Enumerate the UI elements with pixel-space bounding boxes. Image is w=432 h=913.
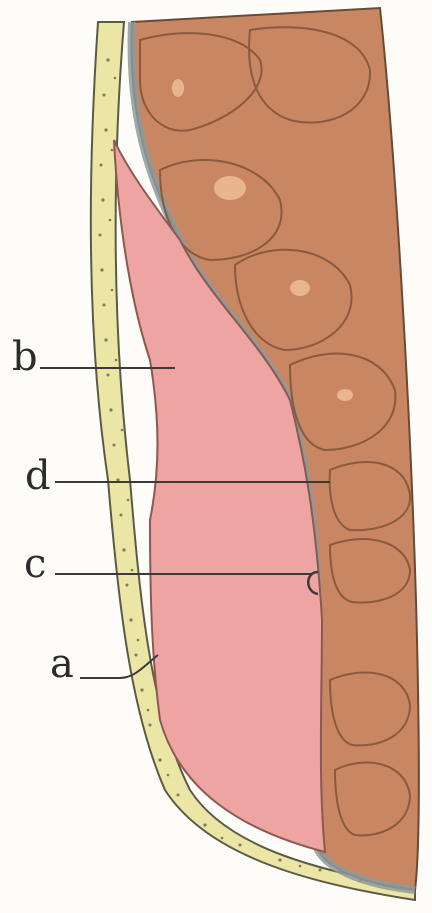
label-a: a xyxy=(50,644,74,684)
label-b: b xyxy=(12,337,38,377)
label-c: c xyxy=(24,544,46,584)
label-d: d xyxy=(25,456,51,496)
